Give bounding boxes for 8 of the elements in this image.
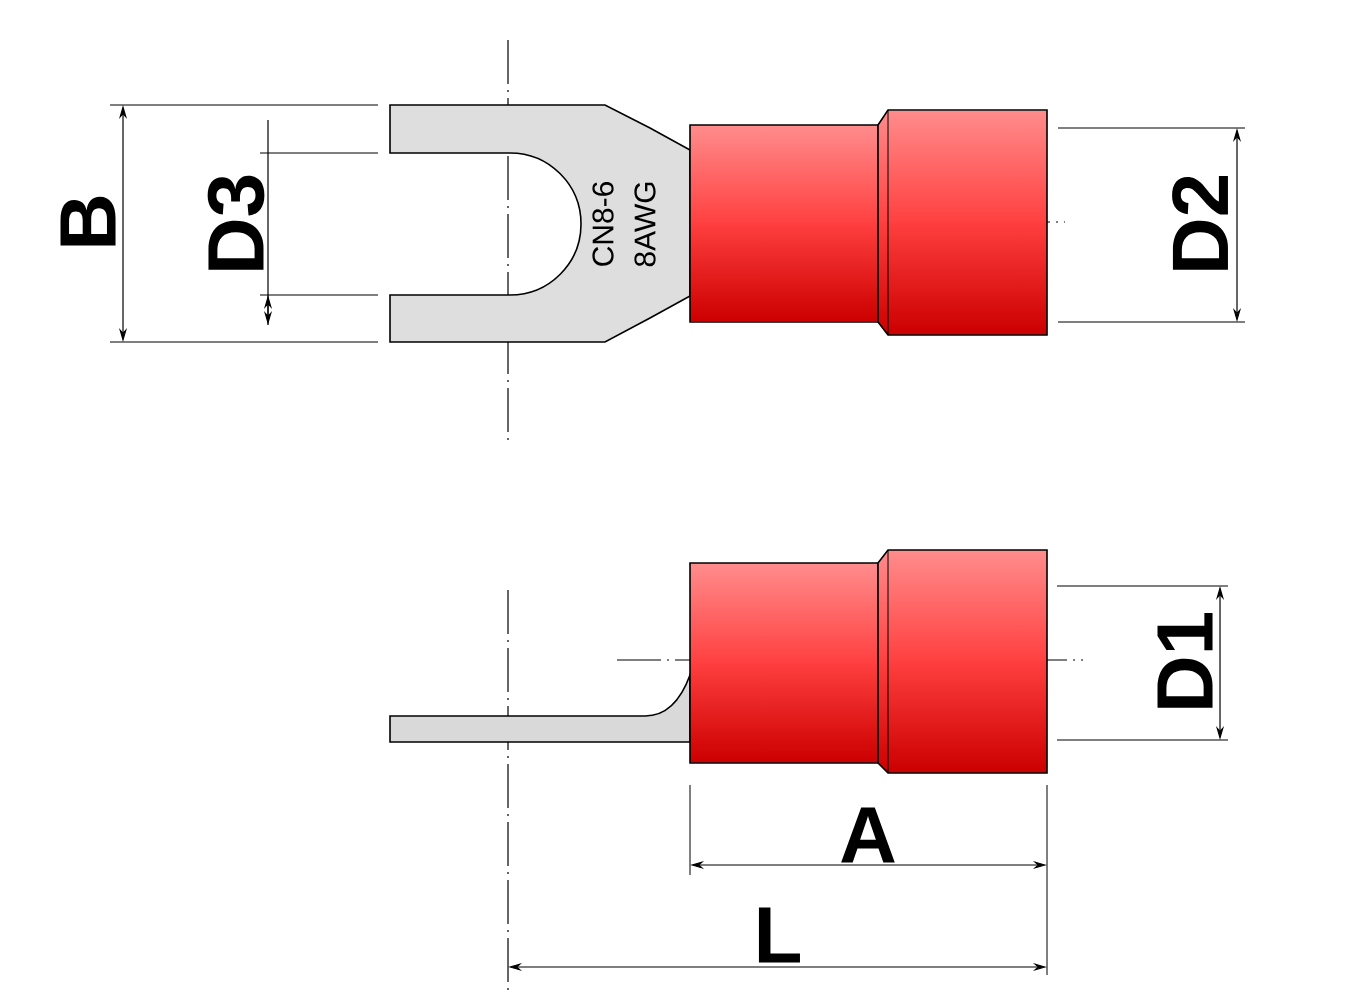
- stamped-marking: CN8-6: [592, 182, 614, 266]
- dimension-label: D2: [1172, 176, 1228, 270]
- dimension-label: B: [60, 196, 116, 246]
- dimension-label: A: [841, 807, 895, 863]
- dimension-label: D3: [207, 175, 265, 270]
- dimension-label: D1: [1157, 613, 1213, 708]
- stamped-marking: 8AWG: [634, 182, 656, 267]
- dimension-label: L: [758, 907, 800, 963]
